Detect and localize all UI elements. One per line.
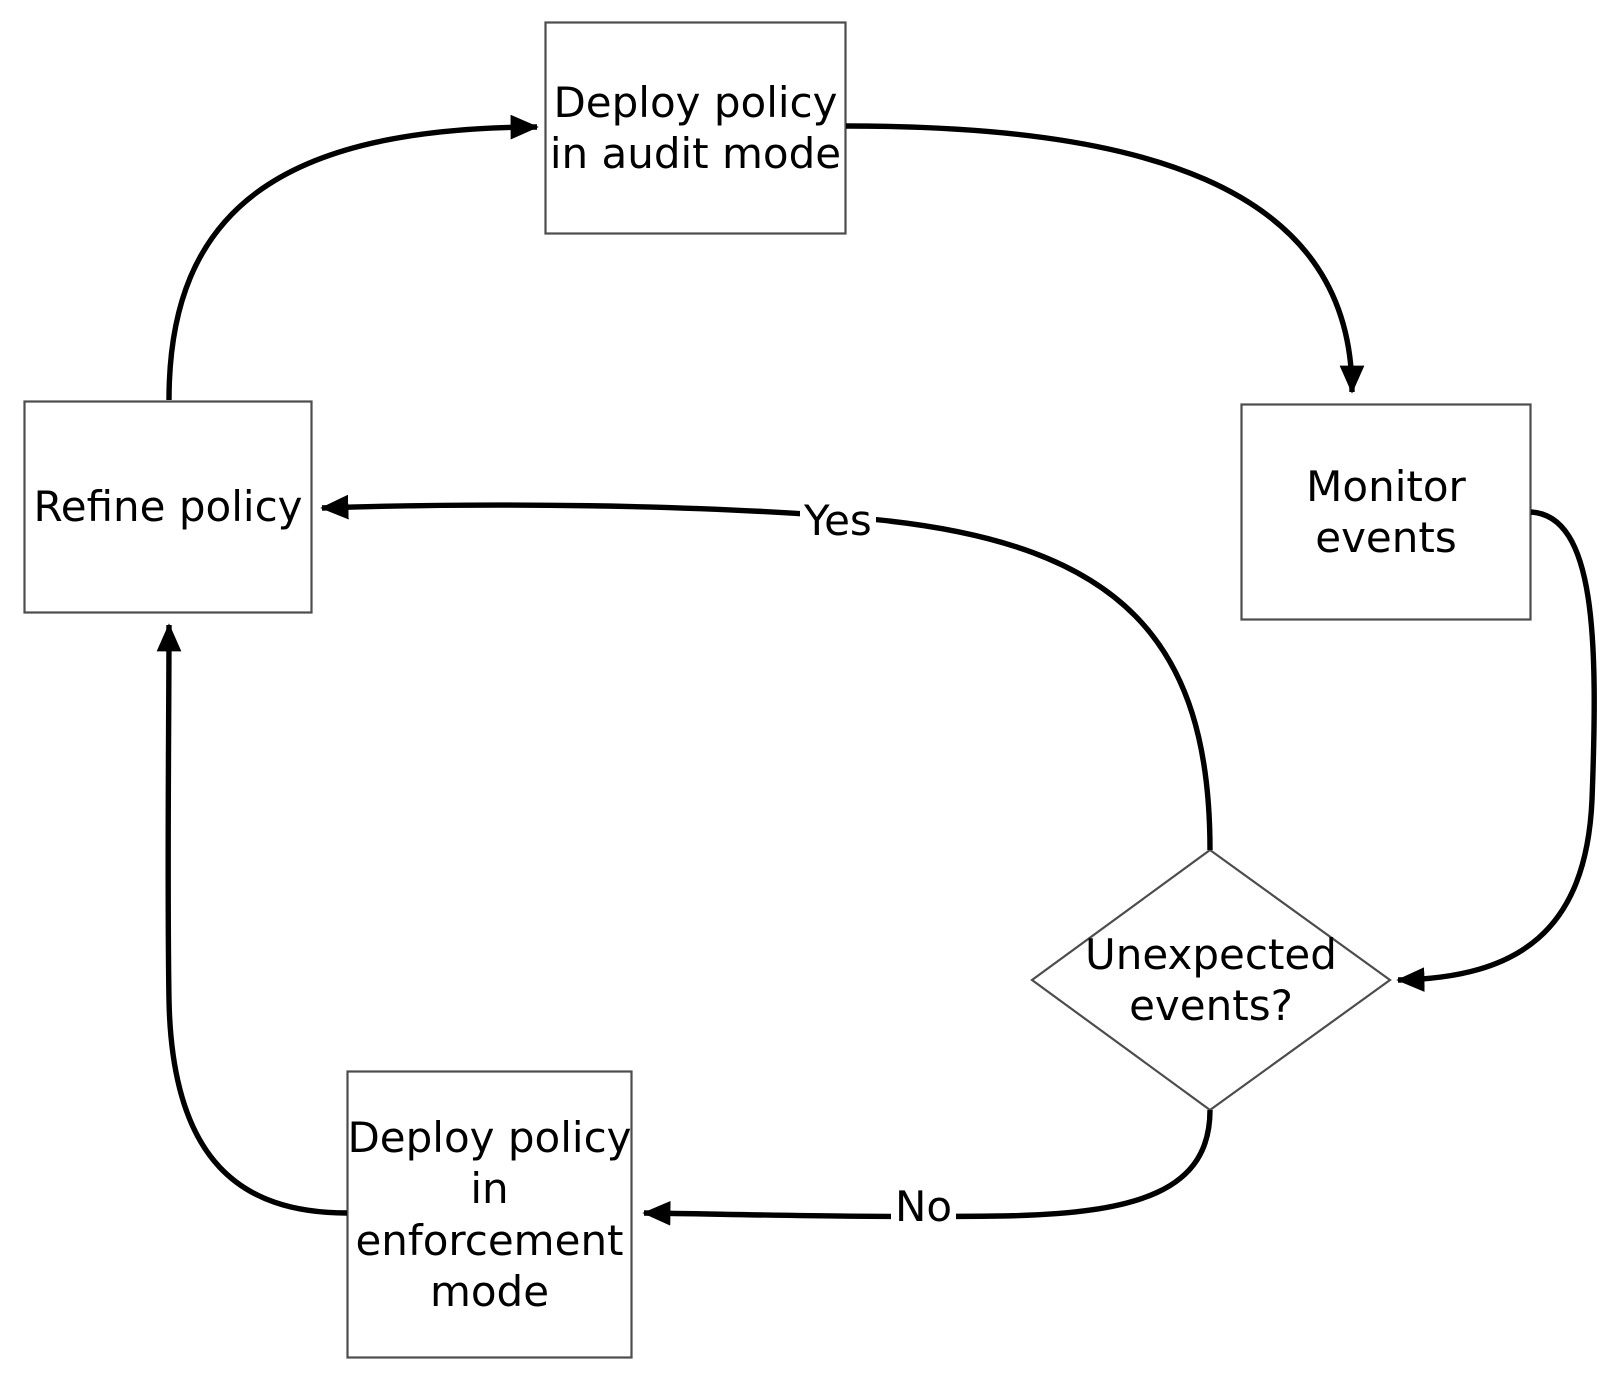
edge-label-yes: Yes bbox=[800, 500, 876, 542]
node-deploy-audit-shape[interactable] bbox=[544, 21, 847, 235]
edge-decision-yes-to-refine bbox=[320, 494, 1213, 851]
edge-refine-to-audit bbox=[166, 114, 539, 401]
node-unexpected-events-shape[interactable] bbox=[1030, 848, 1392, 1112]
edge-label-no: No bbox=[891, 1186, 957, 1228]
edge-audit-to-monitor bbox=[845, 123, 1365, 394]
edge-enforcement-to-refine bbox=[156, 623, 348, 1216]
edge-monitor-to-decision bbox=[1396, 509, 1597, 992]
node-monitor-events-shape[interactable] bbox=[1240, 403, 1532, 621]
node-refine-policy-shape[interactable] bbox=[23, 400, 313, 614]
node-deploy-enforcement-shape[interactable] bbox=[346, 1070, 633, 1359]
edge-decision-no-to-enforcement bbox=[642, 1109, 1213, 1226]
